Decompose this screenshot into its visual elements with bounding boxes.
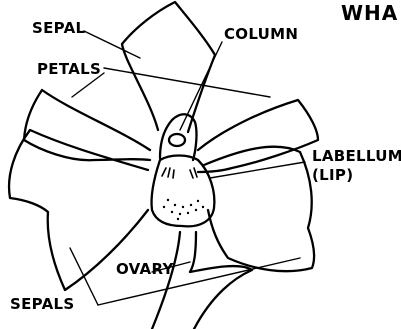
label-petals: PETALS [37,60,101,78]
label-column: COLUMN [224,25,298,43]
labellum-dots [163,199,204,220]
labellum-texture-right [190,168,197,178]
labellum-shape [152,156,215,227]
leader-lines [70,31,305,305]
label-ovary: OVARY [116,260,174,278]
orchid-drawing [9,2,318,329]
leader-sepal-top [84,31,140,58]
column-tip [169,134,185,146]
petal-left [24,90,150,160]
label-sepals: SEPALS [10,295,74,313]
label-labellum: LABELLUM [312,147,401,165]
sepal-lower-right [204,147,314,272]
sepal-top [122,2,215,132]
label-sepal: SEPAL [32,19,85,37]
leader-column [180,42,222,130]
labellum-texture-left [162,168,174,178]
leader-petals-right [104,68,270,97]
title-fragment: WHA [341,1,398,25]
label-lip: (LIP) [312,166,353,184]
